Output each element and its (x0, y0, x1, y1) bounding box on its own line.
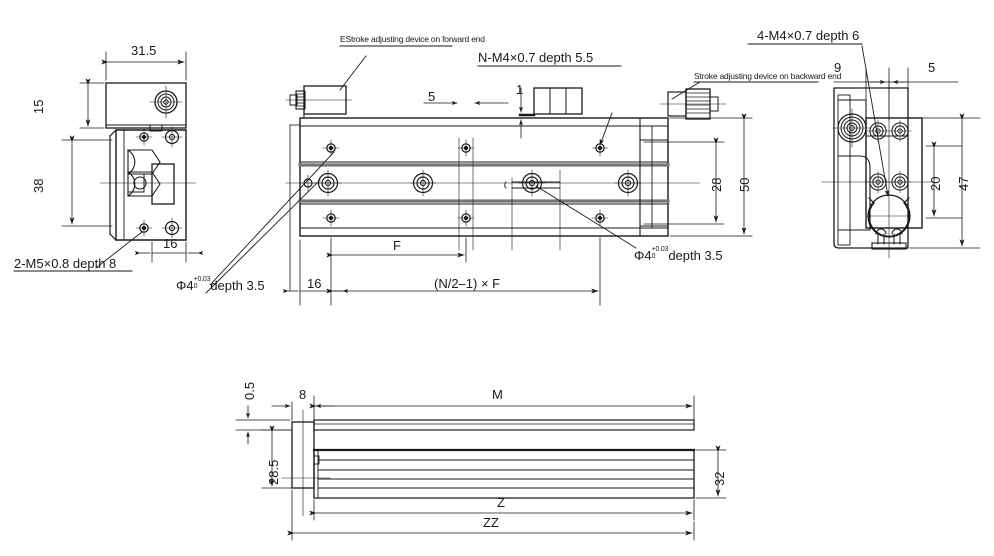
stroke-backward-callout: Stroke adjusting device on backward end (694, 71, 842, 81)
side-view-dimensions (235, 395, 727, 541)
right-view-dimensions (747, 43, 981, 249)
dim-28-5-side: 28.5 (266, 459, 281, 485)
dim-z-side: Z (497, 495, 505, 510)
dim-width-31-5: 31.5 (131, 43, 157, 58)
dim-zz-side: ZZ (483, 515, 499, 530)
dim-8-side: 8 (299, 387, 307, 402)
dim-50-front: 50 (737, 177, 752, 192)
pin-hole-left-suffix: depth 3.5 (210, 278, 265, 294)
thread-callout-4-m4: 4-M4×0.7 depth 6 (757, 28, 860, 43)
thread-callout-n-m4: N-M4×0.7 depth 5.5 (478, 50, 594, 65)
dim-n-half-f: (N/2–1) × F (434, 276, 501, 291)
left-view-dimensions (13, 51, 204, 272)
stroke-forward-callout: EStroke adjusting device on forward end (340, 34, 485, 44)
dim-5-front: 5 (428, 89, 436, 104)
right-end-view-geometry (821, 79, 935, 259)
dim-0-5-side: 0.5 (242, 381, 257, 400)
dim-width-16: 16 (163, 236, 178, 251)
dim-32-side: 32 (712, 471, 727, 486)
dim-20-right: 20 (928, 176, 943, 191)
thread-callout-m5: 2-M5×0.8 depth 8 (14, 256, 117, 271)
dim-47-right: 47 (956, 176, 971, 191)
dim-16-front: 16 (307, 276, 322, 291)
front-view-dimensions (205, 45, 819, 306)
pin-hole-left-prefix: Φ4 (176, 278, 194, 294)
dim-m-side: M (492, 387, 503, 402)
pin-hole-right-suffix: depth 3.5 (668, 248, 723, 264)
dim-f-front: F (393, 238, 401, 253)
pin-hole-right-prefix: Φ4 (634, 248, 652, 264)
dim-height-15: 15 (31, 99, 46, 114)
left-end-view-geometry (99, 82, 197, 241)
dim-5-right: 5 (928, 60, 936, 75)
dim-9-right: 9 (834, 60, 842, 75)
front-view-geometry (285, 85, 727, 291)
dim-28-front: 28 (709, 177, 724, 192)
dim-height-38: 38 (31, 178, 46, 193)
dim-1-front: 1 (516, 82, 524, 97)
side-view-geometry (281, 409, 696, 517)
